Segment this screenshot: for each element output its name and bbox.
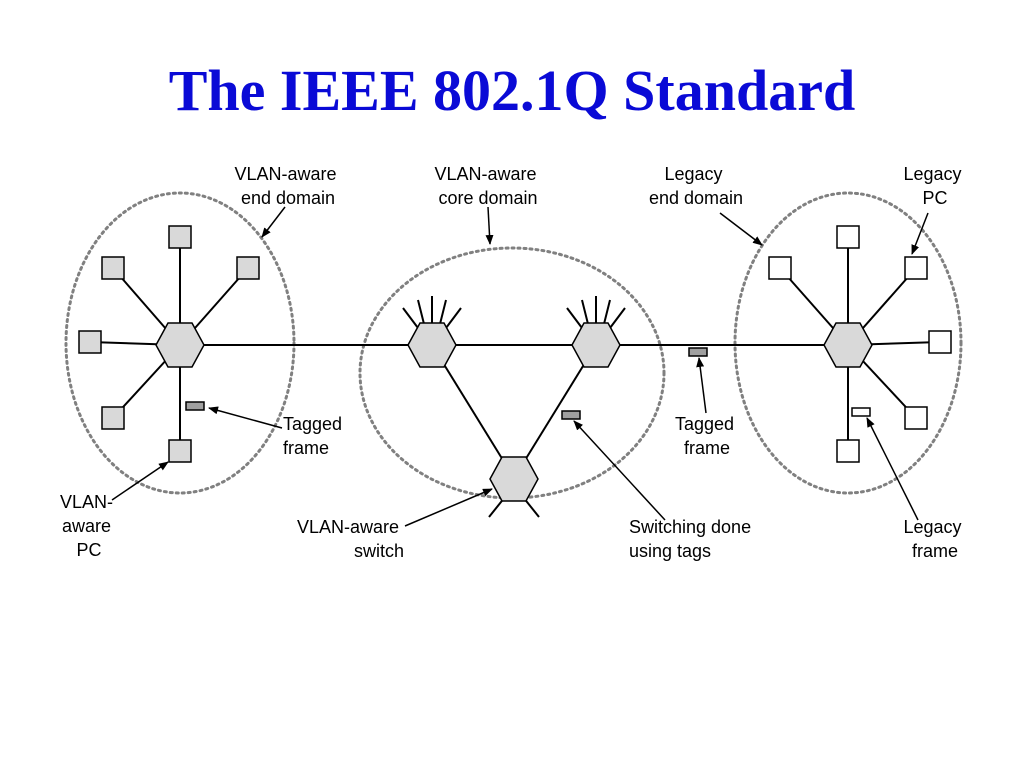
legacy-pc (836, 225, 860, 249)
vlan-aware-pc (78, 330, 102, 354)
vlan-aware-switch (489, 456, 539, 502)
vlan-aware-pc (101, 406, 125, 430)
label-legacy-frame: Legacy frame (903, 517, 966, 561)
legacy-frame (851, 407, 871, 417)
switch-left (155, 322, 205, 368)
page-title: The IEEE 802.1Q Standard (168, 58, 856, 123)
legacy-pc (904, 406, 928, 430)
legacy-pc (904, 256, 928, 280)
legacy-pc (836, 439, 860, 463)
label-vlan-aware-pc: VLAN- aware PC (60, 492, 118, 560)
legacy-end-domain-boundary (733, 191, 963, 495)
label-legacy-pc: Legacy PC (903, 164, 966, 208)
vlan-aware-switch (571, 322, 621, 368)
arrow-switching-done (573, 420, 666, 521)
tagged-frame (185, 401, 205, 411)
vlan-aware-pc (236, 256, 260, 280)
arrow-tagged-frame-left (208, 406, 283, 429)
label-vlan-core-domain: VLAN-aware core domain (434, 164, 541, 208)
label-vlan-end-domain: VLAN-aware end domain (234, 164, 341, 208)
label-tagged-frame-right: Tagged frame (675, 414, 739, 458)
arrow-vlan-core-domain (485, 206, 494, 245)
tagged-frame (688, 347, 708, 357)
label-vlan-aware-switch: VLAN-aware switch (297, 517, 404, 561)
vlan-aware-pc (168, 439, 192, 463)
arrow-vlan-aware-switch (404, 488, 493, 527)
vlan-end-domain-boundary (64, 191, 296, 495)
arrow-vlan-end-domain (261, 206, 286, 238)
label-legacy-end-domain: Legacy end domain (649, 164, 743, 208)
arrow-legacy-end-domain (719, 212, 763, 246)
vlan-aware-pc (101, 256, 125, 280)
arrow-legacy-frame (866, 417, 919, 521)
label-tagged-frame-left: Tagged frame (283, 414, 347, 458)
legacy-pc (768, 256, 792, 280)
switch-right (823, 322, 873, 368)
arrow-legacy-pc (911, 212, 929, 255)
arrow-tagged-frame-right (696, 357, 707, 414)
vlan-aware-pc (168, 225, 192, 249)
tagged-frame (561, 410, 581, 420)
vlan-aware-switch (407, 322, 457, 368)
arrow-vlan-aware-pc (111, 461, 169, 501)
legacy-pc (928, 330, 952, 354)
label-switching-done: Switching done using tags (629, 517, 756, 561)
